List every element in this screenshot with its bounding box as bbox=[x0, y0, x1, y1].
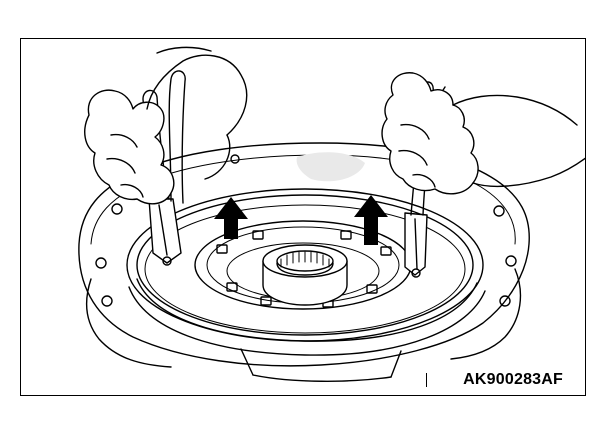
figure-frame: AK900283AF bbox=[20, 38, 586, 396]
hand-right bbox=[381, 72, 585, 195]
pressure-plate bbox=[126, 188, 486, 356]
figure-reference-code: AK900283AF bbox=[463, 371, 563, 388]
lift-arrow-left bbox=[214, 197, 248, 239]
splined-hub bbox=[262, 244, 348, 306]
lift-arrow-right bbox=[354, 195, 388, 245]
hand-left bbox=[84, 46, 248, 205]
reference-tick bbox=[425, 373, 427, 387]
ring-removal-illustration bbox=[78, 46, 585, 382]
